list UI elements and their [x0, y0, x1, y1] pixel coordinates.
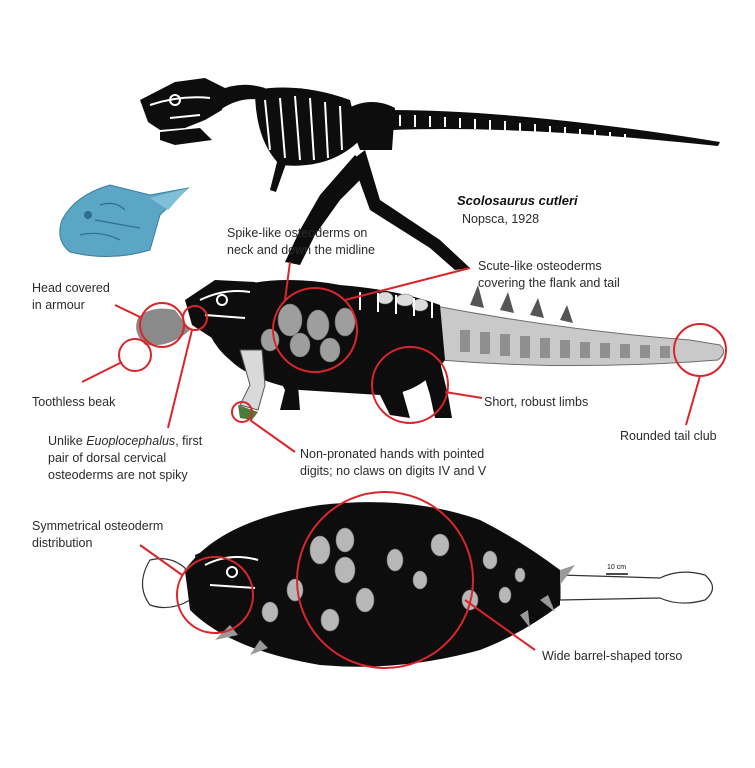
ankylosaur-skull [185, 280, 270, 340]
label-cervical-suffix: , first [175, 434, 203, 448]
label-limbs: Short, robust limbs [484, 395, 589, 409]
label-tail-club: Rounded tail club [620, 429, 717, 443]
theropod-tail [390, 110, 720, 146]
theropod-ribcage [255, 87, 360, 166]
label-cervical: Unlike Euoplocephalus, first pair of dor… [48, 433, 202, 484]
cervical-circle [182, 305, 208, 331]
limbs-circle [371, 346, 449, 424]
symmetry-circle [176, 556, 254, 634]
annotations [81, 261, 727, 669]
label-spike-osteoderms-line1: Spike-like osteoderms on [227, 226, 368, 240]
label-cervical-line3: osteoderms are not spiky [48, 468, 188, 482]
label-hands: Non-pronated hands with pointed digits; … [300, 446, 486, 480]
label-symmetry-line2: distribution [32, 536, 93, 550]
label-beak: Toothless beak [32, 395, 116, 409]
ankylosaur-side-skeleton [136, 280, 724, 420]
label-cervical-genus: Euoplocephalus [86, 434, 176, 448]
label-head-armour-line2: in armour [32, 298, 85, 312]
label-torso: Wide barrel-shaped torso [542, 649, 683, 663]
head-circle [139, 302, 185, 348]
label-hands-line2: digits; no claws on digits IV and V [300, 464, 487, 478]
scale-bar-label: 10 cm [607, 564, 627, 571]
leader-symmetry [139, 544, 183, 576]
label-symmetry-line1: Symmetrical osteoderm [32, 519, 164, 533]
leader-head [114, 304, 143, 319]
label-scute-osteoderms-line1: Scute-like osteoderms [478, 259, 602, 273]
species-name: Scolosaurus cutleri [457, 193, 578, 208]
beak-circle [118, 338, 152, 372]
dorsal-body [185, 502, 560, 667]
leader-cervical [167, 329, 193, 429]
ankylosaur-dorsal-view [141, 502, 714, 667]
label-symmetry: Symmetrical osteoderm distribution [32, 518, 163, 552]
dorsal-tail [559, 571, 714, 604]
theropod-skull [140, 78, 225, 130]
label-cervical-prefix: Unlike [48, 434, 87, 448]
torso-circle [296, 491, 474, 669]
leader-hands [249, 419, 296, 453]
label-spike-osteoderms-line2: neck and down the midline [227, 243, 376, 257]
leader-beak [81, 361, 123, 383]
leader-spike [284, 261, 291, 301]
leader-torso [464, 599, 536, 651]
leader-tail [685, 375, 701, 426]
blue-head-illustration [59, 184, 190, 257]
label-scute-osteoderms: Scute-like osteoderms covering the flank… [478, 258, 620, 292]
species-author: Nopsca, 1928 [462, 212, 540, 226]
label-cervical-line1: Unlike Euoplocephalus, first [48, 433, 202, 450]
leader-limbs [444, 391, 483, 399]
leader-scute [344, 267, 471, 301]
label-head-armour: Head covered in armour [32, 280, 110, 314]
label-head-armour-line1: Head covered [32, 281, 110, 295]
label-cervical-line2: pair of dorsal cervical [48, 451, 167, 465]
label-scute-osteoderms-line2: covering the flank and tail [478, 276, 620, 290]
label-hands-line1: Non-pronated hands with pointed [300, 447, 485, 461]
label-spike-osteoderms: Spike-like osteoderms on neck and down t… [227, 225, 375, 259]
hand-circle [231, 401, 253, 423]
flank-circle [272, 287, 358, 373]
theropod-bone-highlights [149, 94, 626, 161]
